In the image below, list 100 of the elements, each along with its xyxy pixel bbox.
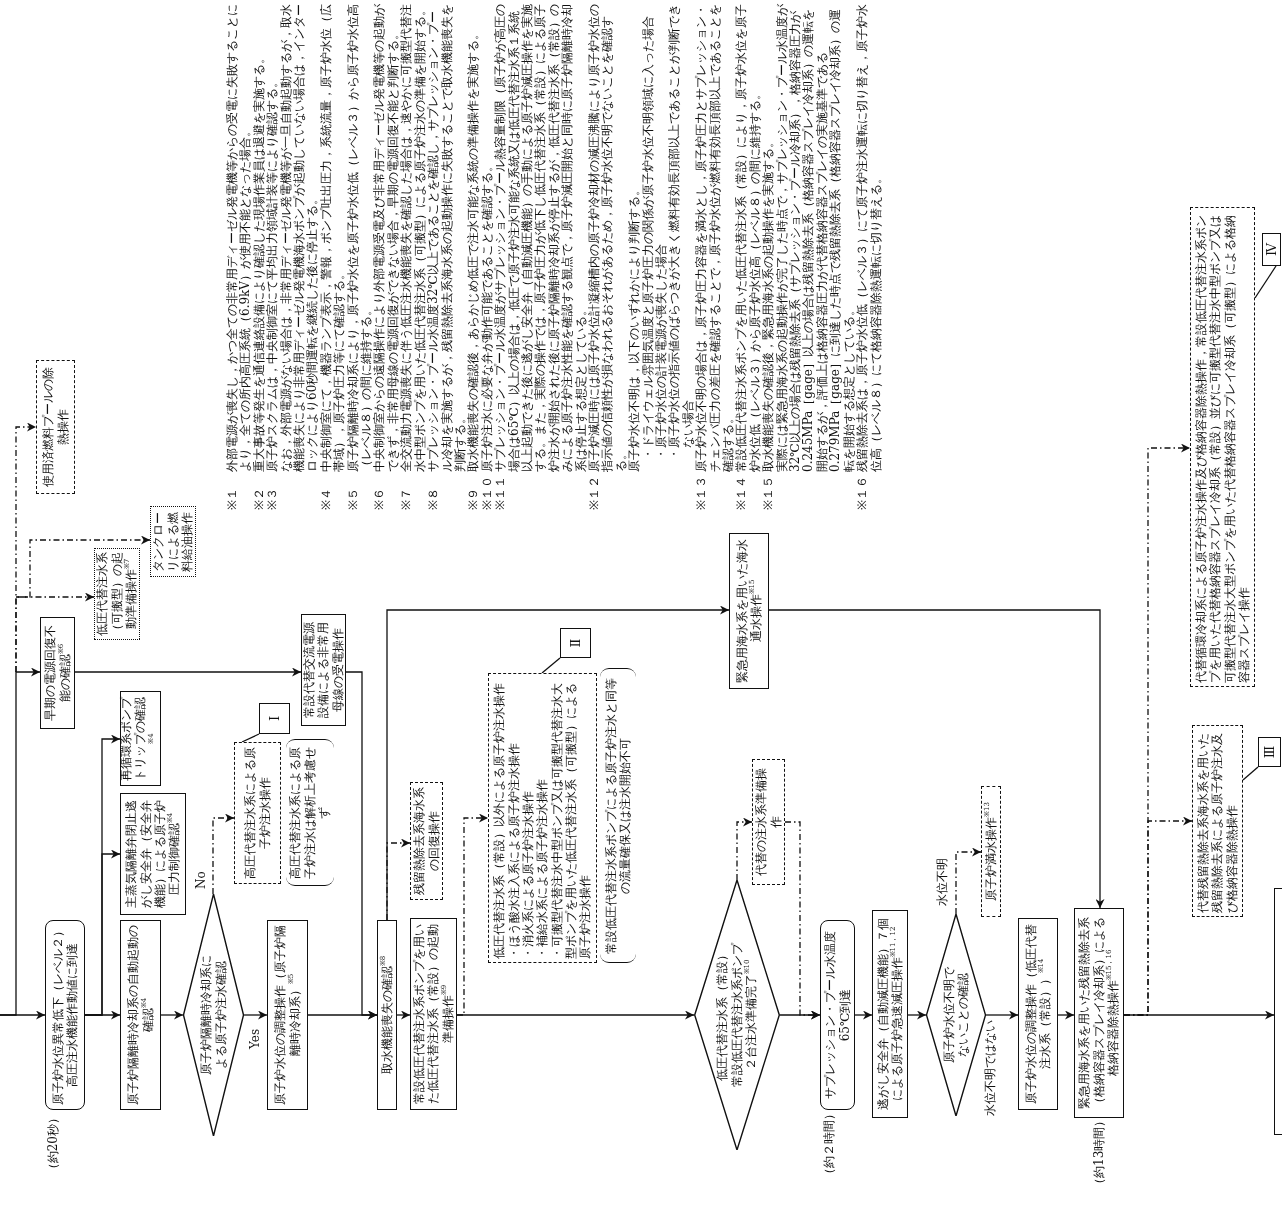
footnote-text: 原子炉水位不明は，以下のいずれかにより判断する。 bbox=[628, 183, 642, 472]
footnote-marker: ※１５ bbox=[762, 475, 777, 510]
duration-label: （約20秒） bbox=[46, 1112, 60, 1178]
callout-number: Ⅰ bbox=[266, 715, 283, 722]
dashed-arrow bbox=[955, 847, 982, 915]
arrow bbox=[985, 1010, 1019, 1020]
footnote-marker: ※９ bbox=[467, 487, 481, 510]
leader-line bbox=[541, 657, 561, 674]
dashed-arrow bbox=[736, 817, 753, 881]
decision-diamond bbox=[926, 914, 986, 1116]
arrow bbox=[84, 734, 121, 1016]
step-text: 原子炉水位異常低下（レベル２）高圧注水機能作動値に到達 bbox=[50, 924, 80, 1106]
step-text: 常設低圧代替注水系ポンプによる原子炉注水と同等の流量確保又は注水開始不可 bbox=[603, 676, 633, 956]
arrow bbox=[1057, 1010, 1075, 1020]
callout-number: Ⅳ bbox=[1263, 243, 1280, 256]
footnote-marker: ※３ bbox=[266, 487, 281, 510]
arrow bbox=[456, 1010, 695, 1020]
step-text: 常設代替交流電源設備による非常用母線の受電操作 bbox=[301, 621, 346, 720]
footnote-marker: ※８ bbox=[427, 487, 442, 510]
footnote-marker: ※５ bbox=[346, 487, 361, 510]
arrow bbox=[768, 609, 1105, 909]
step-text: 代替残留熱除去系海水系を用いた残留熱除去系による原子炉注水及び格納容器除熱操作 bbox=[1195, 732, 1240, 913]
step-text: 残留熱除去系海水系の回復操作 bbox=[412, 786, 441, 896]
callout-number: Ⅲ bbox=[1261, 745, 1278, 759]
optional-step-box bbox=[36, 360, 75, 494]
step-text: 低圧代替注水系（常設） bbox=[715, 948, 730, 1083]
dashed-arrow bbox=[1123, 443, 1191, 1016]
callout-box bbox=[259, 703, 290, 734]
optional-step-box bbox=[981, 786, 1001, 917]
footnote-text: 残留熱除去系は，原子炉水位低（レベル３）にて原子炉注水運転に切り替え，原子炉水位高（レベル８）にて格納容器除熱運転に切り替える。 bbox=[856, 3, 883, 472]
callout-box bbox=[1258, 737, 1281, 767]
optional-step-box bbox=[488, 673, 597, 963]
arrow bbox=[160, 1010, 184, 1020]
dashed-arrow bbox=[15, 535, 151, 598]
process-box bbox=[120, 920, 161, 1110]
footnote-text: 中央制御室からの遠隔操作により外部電源受電及び非常用ディーゼル発電機等の起動ができず，非常用母線の電源回復ができない場合，早期の電源回復不能と判断する。 bbox=[373, 3, 401, 472]
step-text: ・ほう酸水注入系による原子炉注水操作 bbox=[506, 742, 521, 959]
step-text: ・可搬型代替注水中型ポンプ又は可搬型代替注水大型ポンプを用いた低圧代替注水系（可搬型）による原子炉注水操作 bbox=[549, 682, 593, 959]
step-text: 高圧代替注水系による原子炉注水は解析上考慮せず bbox=[288, 745, 332, 881]
optional-step-box bbox=[1192, 725, 1243, 917]
footnote-text: なお，外部電源がない場合は，非常用ディーゼル発電機等が一旦自動起動するが，取水機能喪失により非常用ディーゼル発電機海水ポンプが起動していない場合は，インターロックにより60秒間運転を継続した後に停止する。 bbox=[279, 3, 320, 472]
footnote-marker: ※４ bbox=[319, 487, 334, 510]
footnote-text: 重大事故等発生を通信連絡設備により確認した現場作業員は退避を実施する。 bbox=[252, 51, 266, 472]
callout-number: Ⅱ bbox=[567, 638, 584, 648]
arrow bbox=[907, 1010, 927, 1020]
process-box bbox=[377, 920, 397, 1110]
footnote-text: 全交流動力電源喪失に伴う低圧注水機能喪失を確認した場合は，速やかに可搬型代替注水中型ポンプを用いた低圧代替注水系（可搬型）による原子炉注水の準備を開始する。 bbox=[400, 3, 427, 472]
duration-label: （約２時間） bbox=[822, 1112, 836, 1180]
footnote-marker: ※２ bbox=[252, 487, 267, 510]
footnote-marker: ※１１ bbox=[494, 475, 509, 510]
footnote-text: 原子炉隔離時冷却系により，原子炉水位を原子炉水位低（レベル３）から原子炉水位高（レベル８）の間に維持する。 bbox=[346, 3, 374, 472]
decision-diamond bbox=[183, 894, 244, 1136]
footnote-text: 原子炉水位不明の場合は，原子炉圧力容器を満水とし，原子炉圧力とサプレッション・チェンバ圧力の差圧を確認することで，原子炉水位が燃料有効長頂部以上であることを確認する。 bbox=[695, 3, 736, 472]
step-text: 使用済燃料プールの除熱操作 bbox=[41, 366, 70, 489]
footnote-text: ・ドライウェル雰囲気温度と原子炉圧力の関係が原子炉水位不明領域に入った場合 bbox=[641, 15, 655, 462]
arrow bbox=[74, 667, 302, 677]
decision-diamond bbox=[694, 880, 780, 1150]
footnote-text: 原子炉減圧時には原子炉水位計凝縮槽内の原子炉冷却材の減圧沸騰により原子炉水位の指示値の信頼性が損なわれるおそれがあるため，原子炉水位不明でないことを確認する。 bbox=[587, 3, 628, 472]
footnote-text: 取水機能喪失の確認後，緊急用海水系の起動操作を実施する。 bbox=[762, 135, 776, 472]
arrow bbox=[396, 1010, 411, 1020]
event-box bbox=[820, 920, 855, 1110]
optional-step-box bbox=[752, 759, 785, 885]
callout-box bbox=[560, 628, 591, 658]
arrow bbox=[779, 1010, 821, 1020]
footnote-text: 外部電源が喪失し，かつ全ての非常用ディーゼル発電機等からの受電に失敗することにより，全ての所内高圧系統（6.9kV）が使用不能となった場合。 bbox=[226, 3, 253, 472]
footnote-text: 実際には緊急用海水系の起動操作が完了した時点で，サプレッション・プール水温度が32℃以上の場合は残留熱除去系（サプレッション・プール冷却系），格納容器圧力が0.245MPa［gage］以上の場合は残留熱除去系（格納容器スプレイ冷却系）の運転を開始するが，評価上は格納容器圧力が代替格納容器スプレイの実施基準である0.279MPa［gage］に到達した時点で残留熱除去系（格納容器スプレイ冷却系）の運転を開始する想定としている。 bbox=[775, 3, 856, 472]
process-box bbox=[267, 920, 308, 1110]
dashed-arrow bbox=[212, 813, 235, 895]
footnote-text: ・原子炉水位の計装電源が喪失した場合 bbox=[655, 244, 668, 462]
process-box bbox=[872, 910, 908, 1118]
arrow bbox=[307, 1010, 378, 1020]
process-box bbox=[1074, 908, 1124, 1118]
footnote-text: 原子炉注水に必要な弁が動作可能であることを確認する。 bbox=[480, 159, 494, 472]
process-box bbox=[120, 793, 186, 915]
footnote-marker: ※１３ bbox=[695, 475, 710, 510]
footnote-marker: ※１６ bbox=[856, 475, 871, 510]
duration-label: （約13時間） bbox=[1092, 1120, 1106, 1190]
footnote-text: ・原子炉水位の指示値のばらつきが大きく燃料有効長頂部以上であることが判断できない場合 bbox=[668, 3, 696, 460]
arrow bbox=[854, 1010, 873, 1020]
step-text: ・消火系による原子炉注水操作 bbox=[520, 790, 536, 959]
footnote-text: 中央制御室にて，機器ランプ表示，警報，ポンプ吐出圧力，系統流量，原子炉水位（広帯域），原子炉圧力等にて確認する。 bbox=[319, 3, 347, 472]
leader-line bbox=[1254, 265, 1277, 299]
arrow bbox=[0, 667, 41, 1016]
dashed-arrow bbox=[15, 592, 95, 673]
step-text: 高圧代替注水系による原子炉注水操作 bbox=[243, 746, 272, 880]
footnote-text: 常設低圧代替注水系ポンプを用いた低圧代替注水系（常設）により，原子炉水位を原子炉水位低（レベル３）から原子炉水位高（レベル８）の間に維持する。 bbox=[735, 3, 762, 472]
edge-label: 水位不明ではない bbox=[983, 1018, 999, 1118]
process-box bbox=[40, 617, 75, 729]
footnote-marker: ※１２ bbox=[587, 475, 602, 510]
step-text: 原子炉水位不明でないことの確認 bbox=[941, 966, 971, 1064]
step-text: 代替の注水系準備操作 bbox=[754, 767, 783, 878]
step-text: 低圧代替注水系（常設）以外による原子炉注水操作 bbox=[492, 682, 507, 959]
arrow bbox=[243, 1010, 268, 1020]
footnote-text: 原子炉スクラムは，中央制御室にて平均出力領域計装等により確認する。 bbox=[266, 76, 280, 472]
step-text: 原子炉隔離時冷却系による原子炉注水確認 bbox=[199, 954, 228, 1077]
footnote-marker: ※７ bbox=[400, 487, 415, 510]
footnote-text: サプレッション・プール水温度がサプレッション・プール熱容量制限（原子炉が高圧の場合は65℃）以上の場合は，低圧で原子炉注水可能な系統又は低圧代替注水系１系統以上起動できた後に逃がし安全弁（自動減圧機能）の手動による原子炉減圧操作を実施する。また，実際の操作では，原子炉圧力が低下し低圧代替注水系（常設）による原子炉注水が開始された後に原子炉隔離時冷却系が停止するが，低圧代替注水系（常設）のみによる原子炉注水性能を確認する観点で，原子炉減圧開始と同時に原子炉隔離時冷却系は停止する想定としている。 bbox=[494, 3, 588, 472]
optional-step-box bbox=[234, 742, 281, 884]
step-text: ・補給水系による原子炉注水操作 bbox=[535, 778, 550, 959]
step-text: 代替循環冷却系による原子炉注水操作及び格納容器除熱操作，常設低圧代替注水系ポンプを用いた代替格納容器スプレイ冷却系（常設）並びに可搬型代替注水中型ポンプ又は可搬型代替注水大型ポンプを用いた代替格納容器スプレイ冷却系（可搬型）による格納容器スプレイ操作 bbox=[1193, 214, 1252, 683]
